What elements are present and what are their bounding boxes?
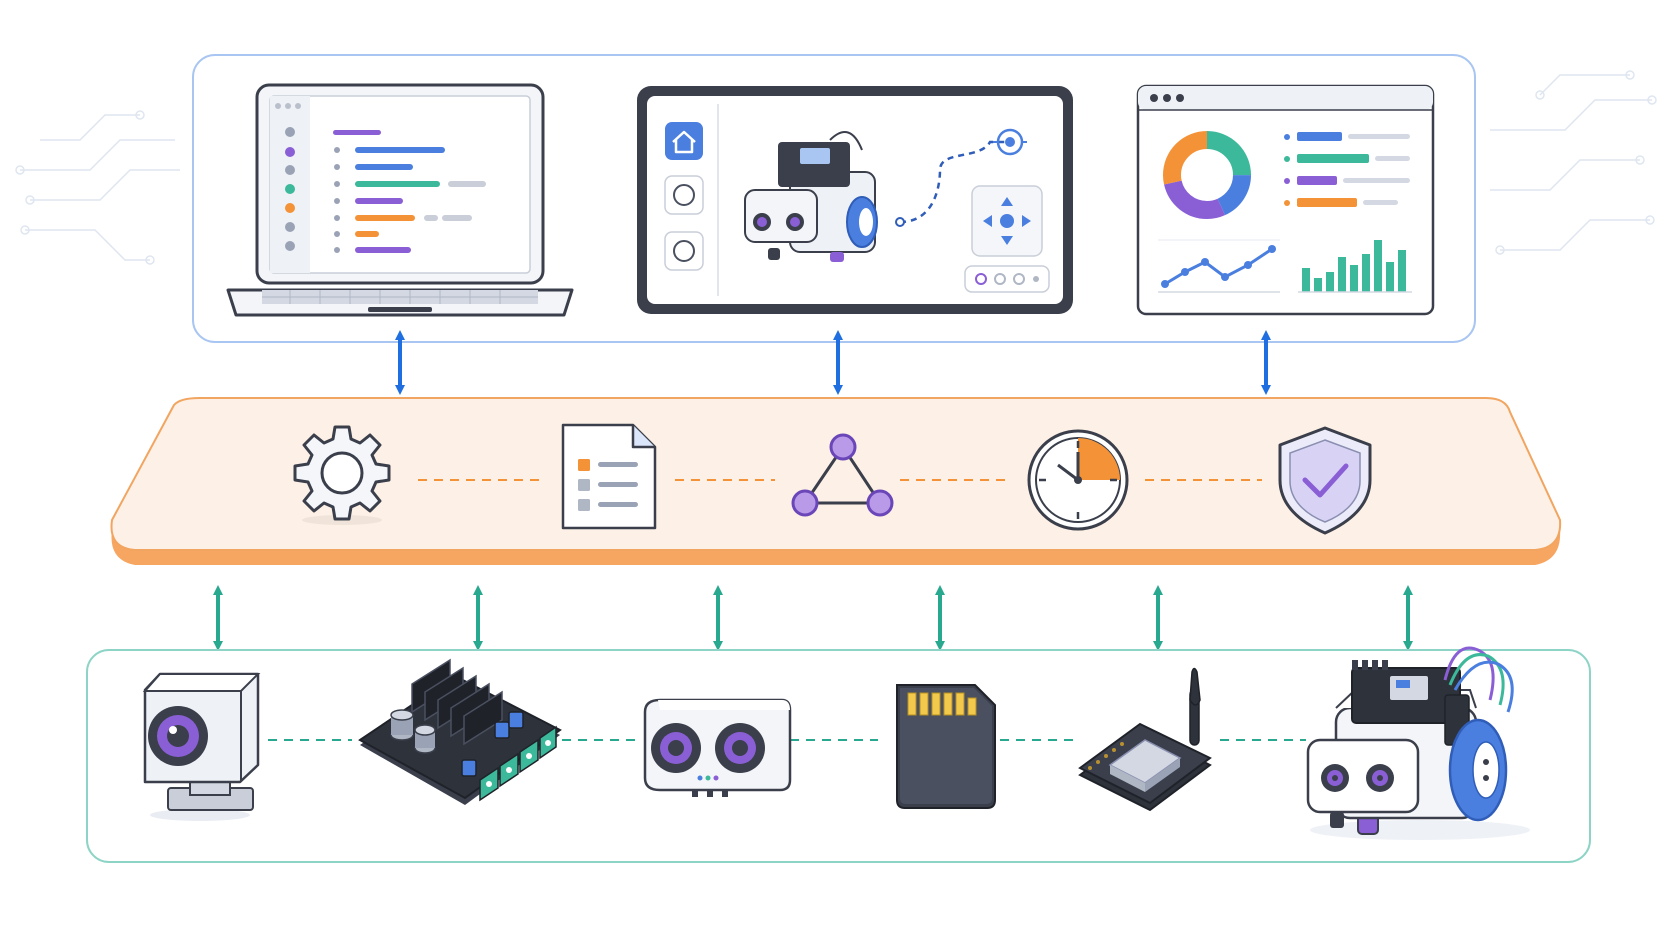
motor-driver-board-icon: [358, 658, 562, 805]
code-editor-laptop-icon: [226, 83, 574, 317]
graph-nodes-icon: [791, 433, 894, 517]
document-icon: [561, 423, 657, 530]
application-middleware-connectors: [395, 330, 1271, 395]
clock-icon: [1027, 429, 1129, 531]
middleware-hardware-connectors: [213, 585, 1413, 651]
camera-module-icon: [142, 672, 261, 821]
gear-icon: [293, 425, 391, 525]
bar-chart-icon: [1302, 240, 1406, 292]
sd-card-icon: [896, 684, 996, 809]
donut-chart-icon: [1163, 131, 1251, 219]
robot-car-icon: [1306, 646, 1530, 840]
line-chart-icon: [1158, 239, 1280, 293]
circuit-decoration-right: [1490, 70, 1657, 255]
home-icon: [665, 122, 703, 160]
robot-control-tablet-icon: [637, 86, 1073, 314]
circuit-decoration-left: [15, 110, 180, 265]
wireless-module-icon: [1078, 667, 1212, 812]
target-icon: [993, 128, 1027, 156]
shield-check-icon: [1278, 426, 1372, 535]
analytics-dashboard-icon: [1136, 84, 1435, 316]
ultrasonic-sensor-icon: [643, 698, 792, 797]
middleware-layer-panel: [110, 397, 1562, 565]
